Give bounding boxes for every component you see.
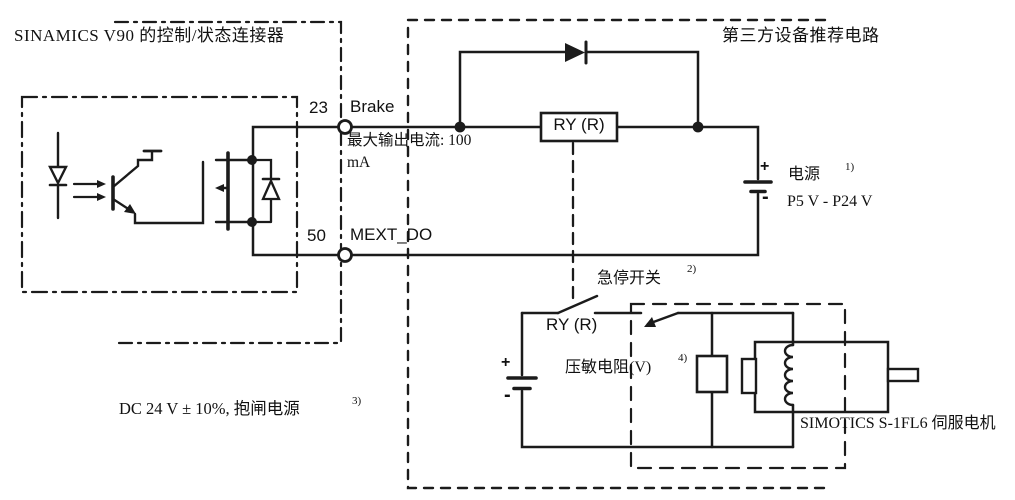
terminal-23-circle — [337, 119, 353, 135]
varistor-label: 压敏电阻(V) — [565, 359, 652, 376]
relay-contact-switch-icon — [556, 294, 599, 315]
motor-label: SIMOTICS S-1FL6 伺服电机 — [800, 415, 996, 432]
motor-icon — [740, 340, 920, 414]
estop-switch-icon — [644, 311, 680, 327]
relay-coil-box — [539, 111, 619, 143]
relay-coil-label: RY (R) — [553, 115, 605, 134]
opto-light-arrows-icon — [72, 180, 106, 201]
supply-range: P5 V - P24 V — [787, 193, 873, 210]
brake-power-footnote: 3) — [352, 395, 362, 407]
supply-plus-sign: + — [760, 158, 770, 175]
terminal-50-circle — [337, 247, 353, 263]
max-current-note-line1: 最大输出电流: 100 — [347, 132, 472, 149]
brake-power-label: DC 24 V ± 10%, 抱闸电源 — [119, 399, 300, 418]
junction-dots — [247, 121, 704, 227]
wire-flyback-branch — [458, 50, 700, 129]
wire-brake-rail — [251, 125, 760, 257]
supply-battery-icon — [743, 180, 773, 194]
pin-50-signal: MEXT_DO — [350, 225, 433, 244]
flyback-diode-icon — [565, 40, 588, 65]
v90-title: SINAMICS V90 的控制/状态连接器 — [14, 26, 285, 45]
optocoupler-module-box — [20, 95, 299, 294]
supply-label: 电源 — [788, 166, 821, 183]
estop-label: 急停开关 — [597, 270, 662, 287]
pin-23-number: 23 — [309, 98, 328, 117]
brake-battery-plus-sign: + — [501, 354, 511, 371]
varistor-footnote: 4) — [678, 352, 688, 364]
mosfet-body-diode-icon — [250, 158, 281, 224]
motor-shaft-icon — [886, 367, 920, 383]
brake-battery-minus-sign: - — [504, 384, 511, 406]
relay-contact-label: RY (R) — [546, 315, 598, 334]
varistor-icon — [695, 354, 729, 394]
v90-boundary-box — [113, 20, 343, 345]
third-party-title: 第三方设备推荐电路 — [722, 26, 880, 45]
mosfet-icon — [214, 151, 254, 231]
motor-section-box — [629, 302, 847, 470]
pin-50-number: 50 — [307, 226, 326, 245]
led-icon — [48, 131, 68, 220]
brake-coil-icon — [783, 343, 795, 407]
phototransistor-icon — [111, 149, 205, 225]
brake-battery-icon — [506, 376, 538, 391]
estop-footnote: 2) — [687, 263, 697, 275]
pin-23-signal: Brake — [350, 97, 395, 116]
max-current-note-line2: mA — [347, 154, 371, 171]
supply-footnote: 1) — [845, 161, 855, 173]
supply-minus-sign: - — [762, 186, 769, 208]
wire-brake-supply-loop — [520, 311, 795, 449]
